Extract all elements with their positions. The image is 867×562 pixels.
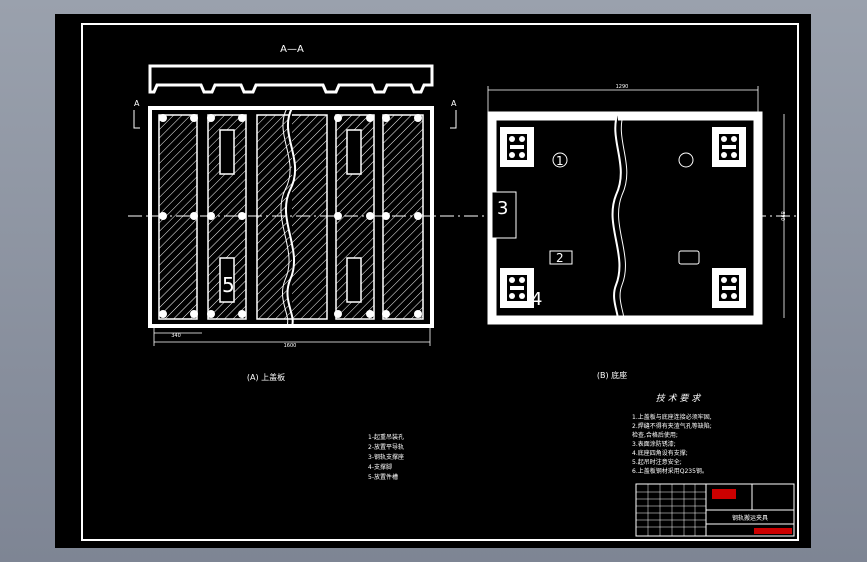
corner-support bbox=[712, 268, 746, 308]
dim-small: 340 bbox=[171, 333, 181, 339]
view-b-base: 1290 890 bbox=[487, 84, 785, 380]
dim-bottom: 1600 bbox=[284, 343, 297, 349]
tech-line: 5.起吊时注意安全; bbox=[632, 458, 682, 466]
title-block: 钢轨搬运夹具 bbox=[635, 483, 795, 537]
callout-1: 1 bbox=[556, 154, 564, 168]
tech-line: 2.焊缝不得有夹渣气孔等缺陷; bbox=[632, 422, 712, 430]
lift-hole bbox=[552, 152, 568, 168]
corner-support bbox=[500, 127, 534, 167]
break-line bbox=[611, 111, 622, 325]
break-line bbox=[280, 107, 291, 327]
tech-line: 6.上盖板钢材采用Q235钢。 bbox=[632, 467, 708, 475]
legend-item: 4-支撑脚 bbox=[368, 463, 392, 471]
tech-line: 4.底座四角设有支撑; bbox=[632, 449, 688, 457]
callout-3: 3 bbox=[497, 198, 508, 219]
technical-requirements: 技 术 要 求 1.上盖板与底座连接必须牢固, 2.焊缝不得有夹渣气孔等缺陷; … bbox=[632, 393, 712, 475]
section-arrow-left bbox=[133, 110, 140, 129]
corner-support bbox=[500, 268, 534, 308]
drawing-border bbox=[81, 23, 799, 541]
tech-line: 检查,合格后使用; bbox=[632, 431, 678, 439]
legend-item: 3-钢轨支撑座 bbox=[368, 453, 404, 461]
section-mark-right: A bbox=[451, 99, 457, 108]
legend-item: 1-起重吊装孔 bbox=[368, 433, 404, 441]
view-a-top-cover: A—A A A bbox=[128, 44, 800, 382]
corner-support bbox=[712, 127, 746, 167]
red-tag bbox=[712, 489, 736, 499]
legend-item: 2-放置平导轨 bbox=[368, 443, 404, 451]
callout-4: 4 bbox=[531, 289, 542, 310]
cover-slot bbox=[219, 257, 235, 303]
section-label: A—A bbox=[280, 44, 304, 55]
cover-slot bbox=[219, 129, 235, 175]
cover-slot bbox=[346, 257, 362, 303]
section-mark-left: A bbox=[134, 99, 140, 108]
section-arrow-right bbox=[450, 110, 457, 129]
tech-line: 1.上盖板与底座连接必须牢固, bbox=[632, 413, 712, 421]
break-line bbox=[285, 107, 297, 327]
guide-slot bbox=[678, 250, 700, 265]
drawing-name: 钢轨搬运夹具 bbox=[732, 514, 768, 522]
view-a-caption: (A) 上盖板 bbox=[247, 372, 285, 382]
legend-item: 5-放置件槽 bbox=[368, 473, 398, 481]
callout-2: 2 bbox=[556, 251, 564, 265]
cover-slot bbox=[346, 129, 362, 175]
lift-hole bbox=[678, 152, 694, 168]
red-stamp bbox=[754, 528, 792, 534]
section-profile bbox=[148, 64, 434, 94]
break-line bbox=[618, 111, 628, 325]
view-b-caption: (B) 底座 bbox=[597, 370, 627, 380]
callout-3-box bbox=[491, 191, 517, 239]
callout-5: 5 bbox=[222, 273, 235, 297]
dim-top: 1290 bbox=[616, 84, 629, 90]
parts-legend: 1-起重吊装孔 2-放置平导轨 3-钢轨支撑座 4-支撑脚 5-放置件槽 bbox=[368, 433, 404, 481]
dim-right: 890 bbox=[779, 211, 785, 221]
tech-title: 技 术 要 求 bbox=[656, 393, 702, 404]
tech-line: 3.表面涂防锈漆; bbox=[632, 440, 676, 448]
guide-slot bbox=[549, 250, 573, 265]
